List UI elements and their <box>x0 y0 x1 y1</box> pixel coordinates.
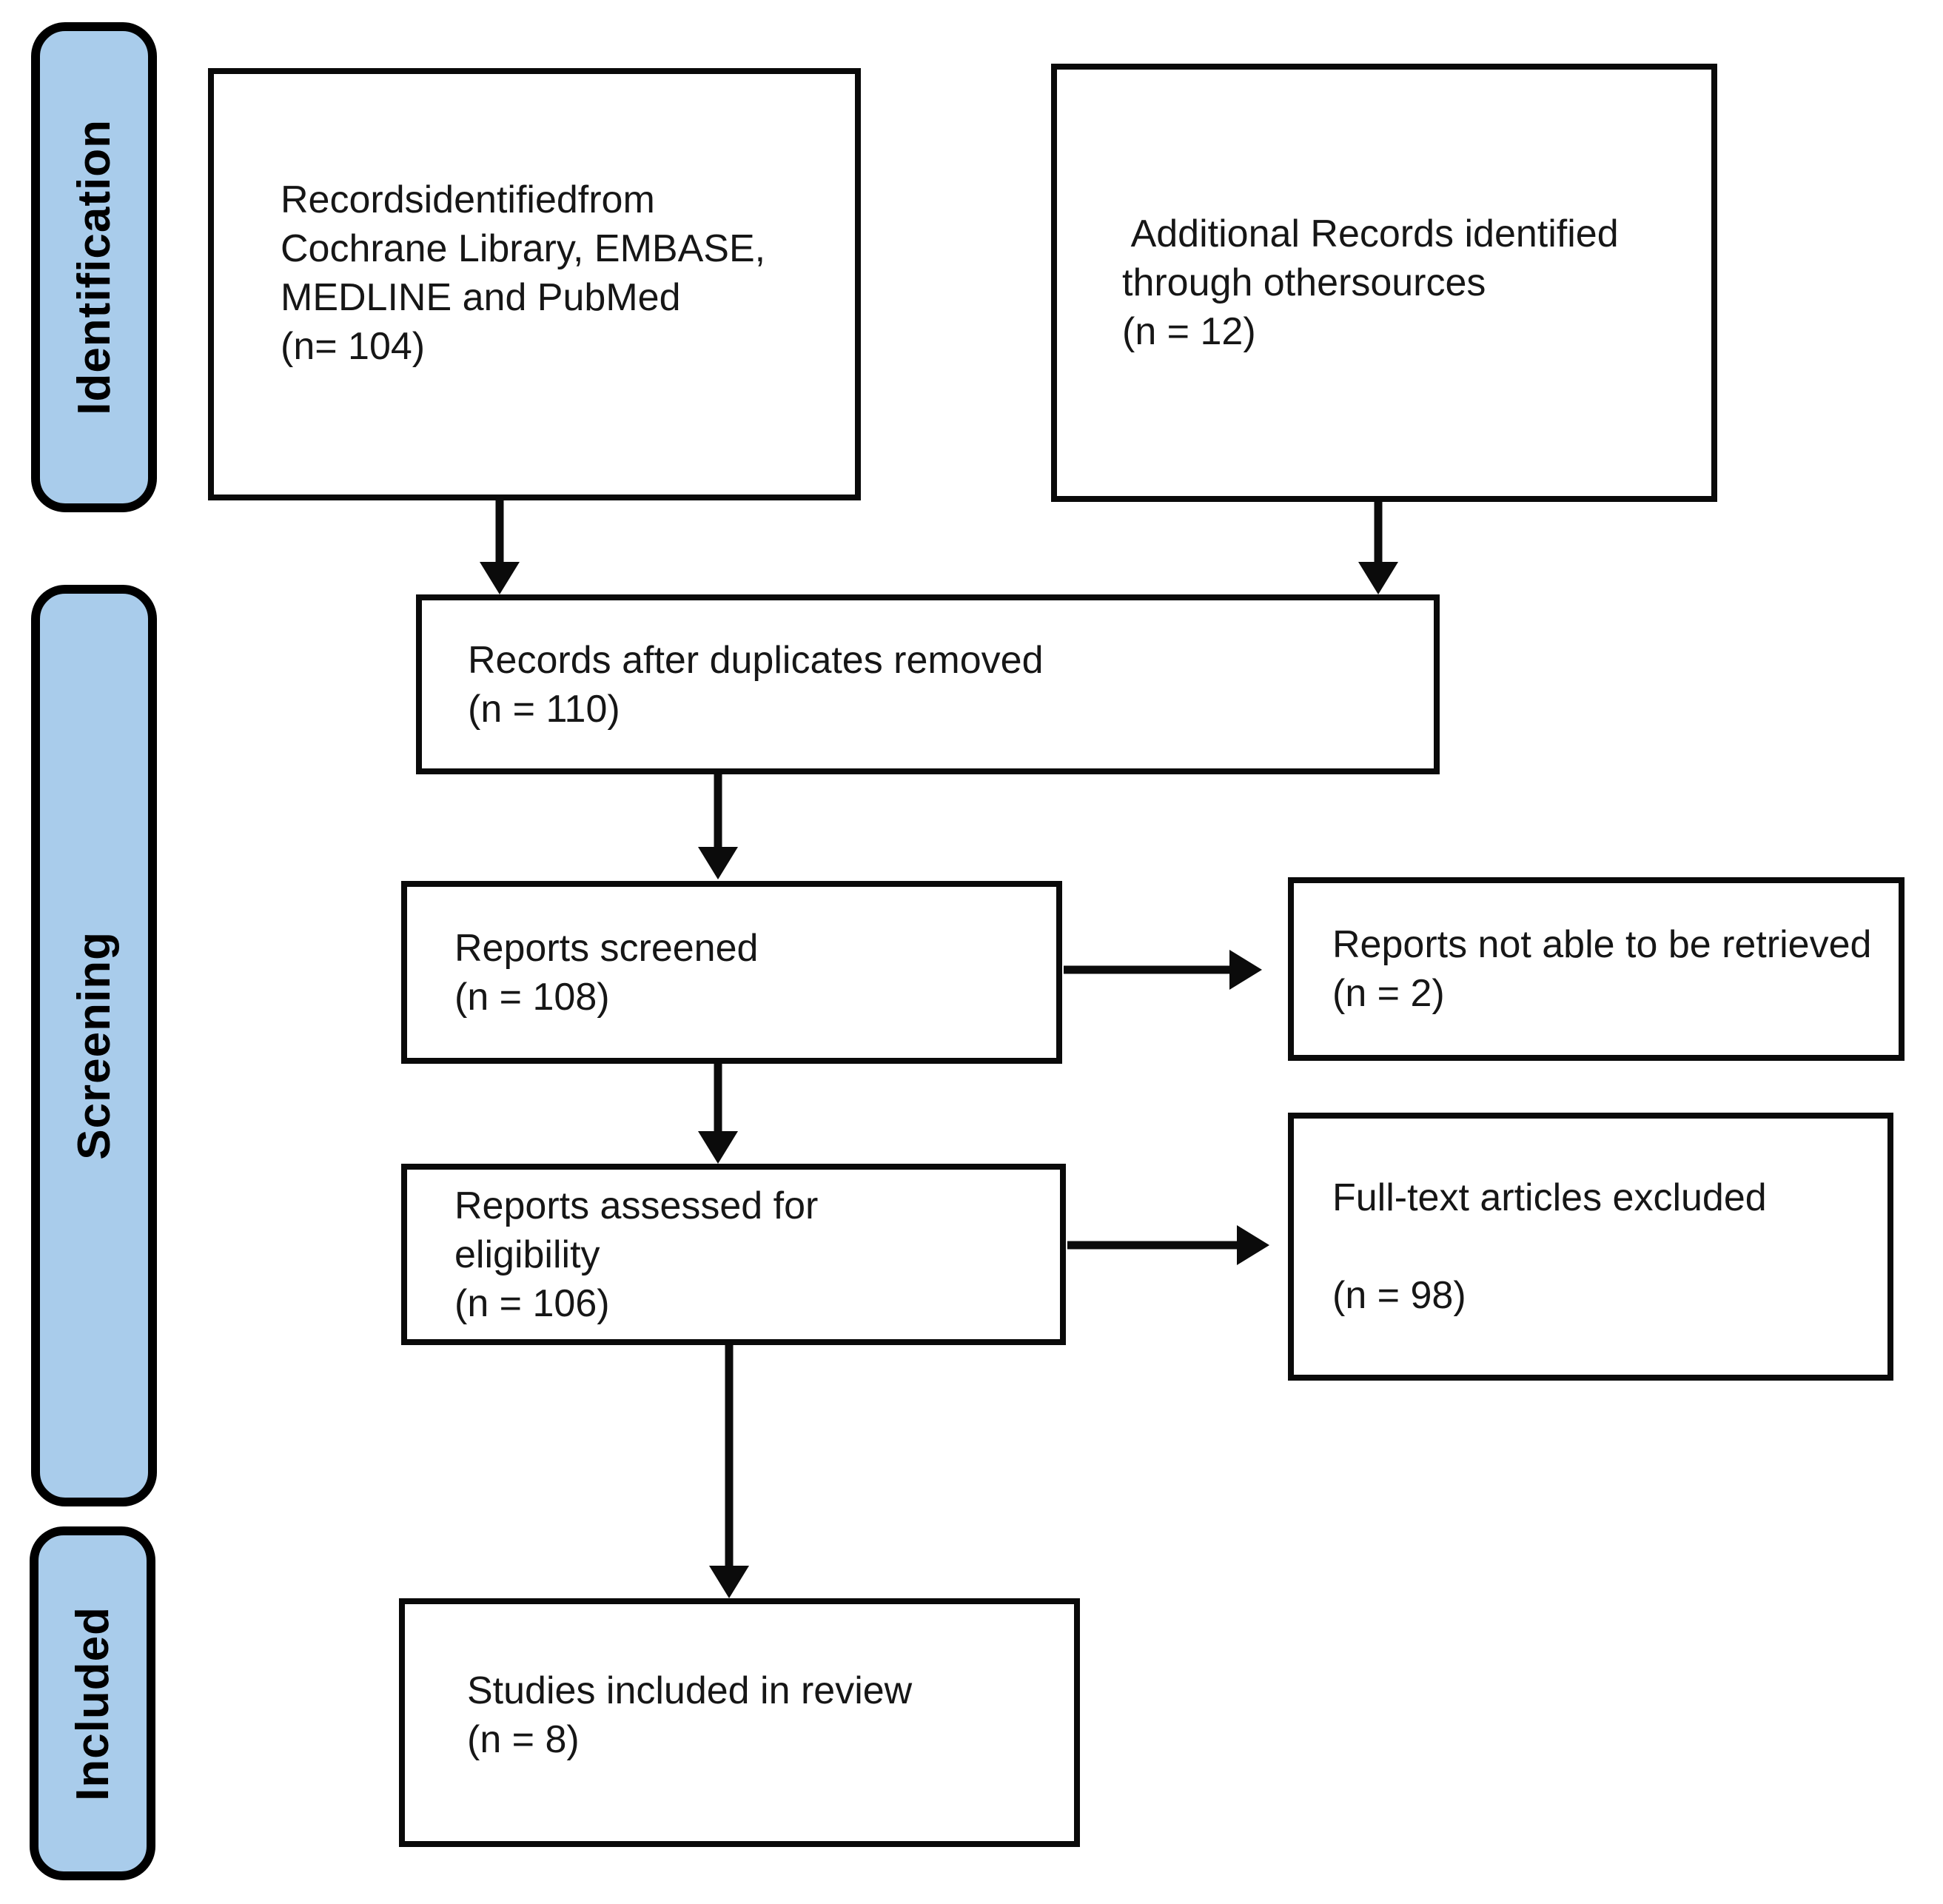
arrow-shaft <box>725 1345 734 1569</box>
arrow-shaft <box>495 497 504 565</box>
arrow-head-down-icon <box>1358 562 1398 594</box>
arrow-assessed-to-fulltext-excluded <box>1067 1224 1269 1266</box>
arrow-shaft <box>714 1064 722 1134</box>
stage-screening: Screening <box>31 585 157 1506</box>
box-records-identified-text: Recordsidentifiedfrom Cochrane Library, … <box>281 178 766 368</box>
arrow-shaft <box>714 774 722 850</box>
arrow-additional-records-to-duplicates <box>1358 502 1399 594</box>
arrow-head-right-icon <box>1229 950 1262 990</box>
box-reports-assessed-eligibility-text: Reports assessed for eligibility (n = 10… <box>454 1184 819 1325</box>
arrow-shaft <box>1064 965 1232 974</box>
arrow-screened-to-assessed <box>697 1064 739 1164</box>
stage-included-label: Included <box>67 1606 118 1801</box>
box-fulltext-articles-excluded-text: Full-text articles excluded (n = 98) <box>1332 1176 1767 1317</box>
arrow-assessed-to-studies-included <box>708 1345 750 1598</box>
box-records-identified: Recordsidentifiedfrom Cochrane Library, … <box>208 68 861 500</box>
box-reports-assessed-eligibility: Reports assessed for eligibility (n = 10… <box>401 1164 1066 1345</box>
box-reports-screened-text: Reports screened (n = 108) <box>454 926 759 1019</box>
box-additional-records: Additional Records identified through ot… <box>1051 64 1717 502</box>
box-studies-included-in-review-text: Studies included in review (n = 8) <box>467 1669 913 1761</box>
stage-identification: Identification <box>31 22 157 512</box>
stage-identification-label: Identification <box>68 119 120 415</box>
arrow-head-down-icon <box>709 1566 749 1598</box>
arrow-records-identified-to-duplicates <box>479 497 520 594</box>
arrow-head-down-icon <box>698 847 738 879</box>
box-studies-included-in-review: Studies included in review (n = 8) <box>399 1598 1080 1847</box>
arrow-head-down-icon <box>698 1131 738 1164</box>
arrow-head-down-icon <box>480 562 520 594</box>
box-reports-not-retrieved-text: Reports not able to be retrieved (n = 2) <box>1332 923 1872 1015</box>
box-reports-screened: Reports screened (n = 108) <box>401 881 1062 1064</box>
stage-screening-label: Screening <box>68 931 120 1160</box>
box-additional-records-text: Additional Records identified through ot… <box>1122 212 1619 353</box>
box-reports-not-retrieved: Reports not able to be retrieved (n = 2) <box>1288 877 1905 1061</box>
stage-included: Included <box>30 1526 155 1880</box>
box-duplicates-removed-text: Records after duplicates removed (n = 11… <box>468 638 1044 731</box>
box-fulltext-articles-excluded: Full-text articles excluded (n = 98) <box>1288 1113 1893 1381</box>
box-duplicates-removed: Records after duplicates removed (n = 11… <box>416 594 1440 774</box>
arrow-shaft <box>1067 1241 1240 1250</box>
arrow-shaft <box>1374 502 1383 565</box>
arrow-duplicates-to-screened <box>697 774 739 879</box>
arrow-head-right-icon <box>1237 1225 1269 1265</box>
arrow-screened-to-not-retrieved <box>1064 949 1262 990</box>
